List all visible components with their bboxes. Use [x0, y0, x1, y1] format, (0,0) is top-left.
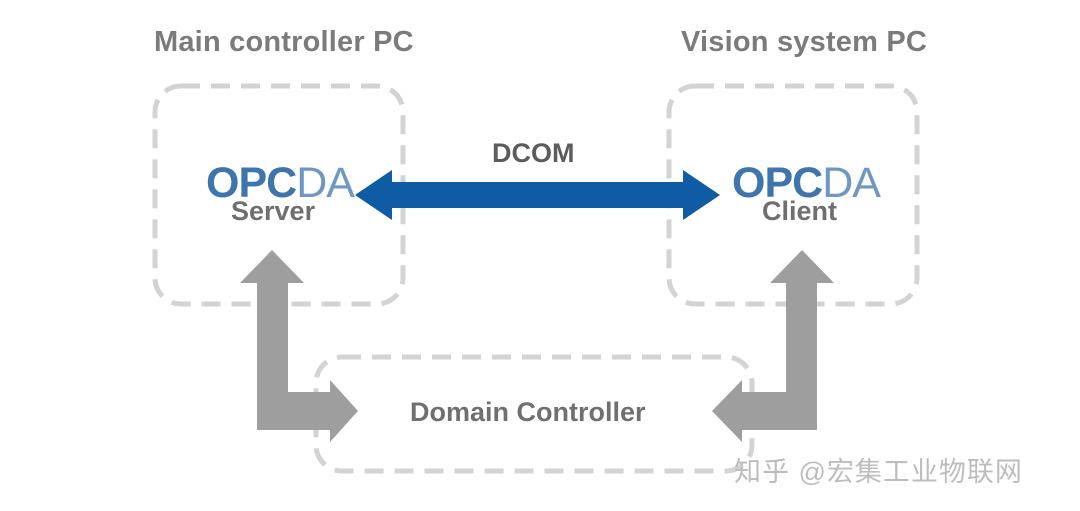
opc-text: OPC	[732, 159, 823, 207]
client-label: Client	[762, 196, 838, 226]
right-up-arrowhead	[770, 250, 834, 283]
right-elbow-arrow	[712, 278, 817, 442]
left-up-arrowhead	[240, 250, 304, 283]
da-text: DA	[296, 159, 355, 207]
left-elbow-arrow	[257, 278, 358, 442]
opc-da-client-logo: OPCDA	[732, 159, 881, 207]
opc-text: OPC	[206, 159, 297, 207]
dcom-double-arrow	[355, 170, 720, 220]
watermark-text: 知乎 @宏集工业物联网	[734, 457, 1023, 487]
da-text: DA	[822, 159, 881, 207]
server-label: Server	[231, 196, 316, 226]
vision-system-title: Vision system PC	[681, 26, 928, 58]
opc-da-server-logo: OPCDA	[206, 159, 355, 207]
domain-controller-label: Domain Controller	[410, 397, 646, 427]
main-controller-title: Main controller PC	[154, 26, 414, 58]
dcom-label: DCOM	[492, 138, 575, 168]
